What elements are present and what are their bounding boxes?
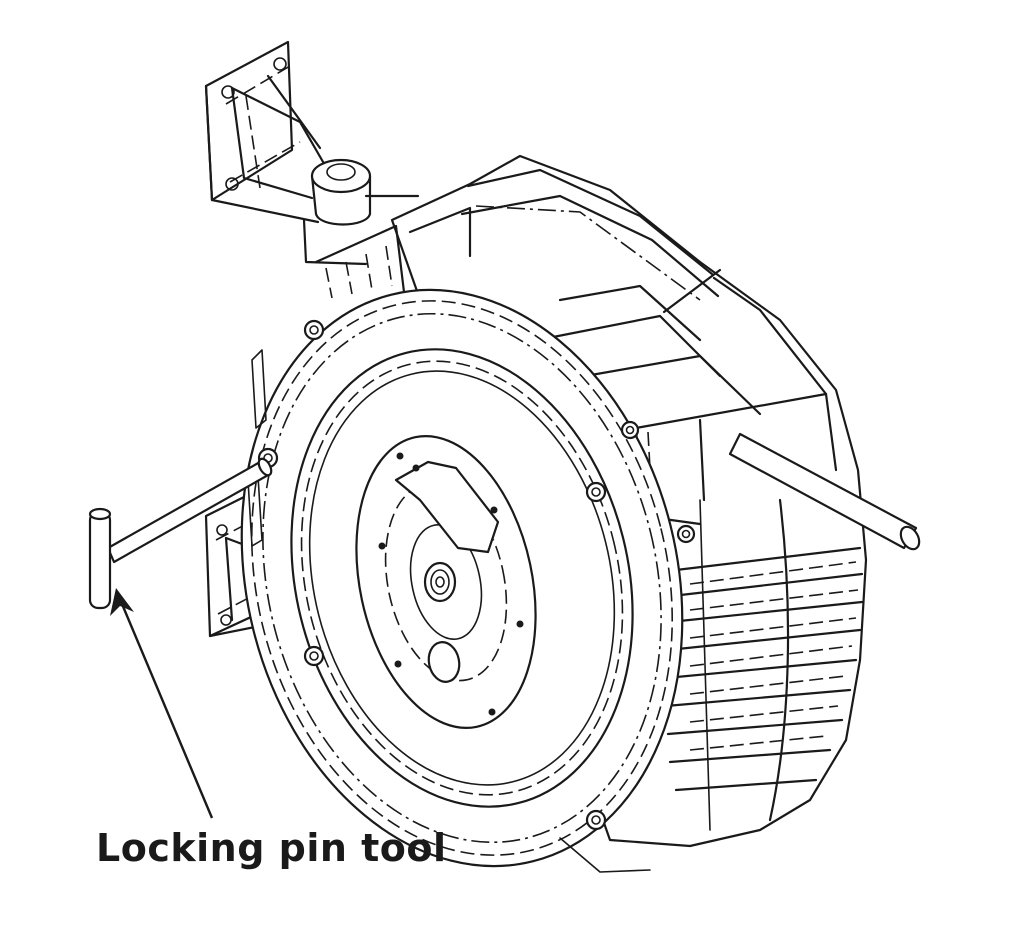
locking-pin-tool-label: Locking pin tool	[96, 826, 447, 870]
locking-pin-tool	[88, 457, 273, 610]
upper-mounting-bracket	[204, 40, 332, 224]
swivel-inlet	[302, 158, 420, 266]
callout-arrow	[110, 588, 214, 819]
hub-plate	[355, 435, 537, 729]
axle-rod	[728, 432, 921, 551]
